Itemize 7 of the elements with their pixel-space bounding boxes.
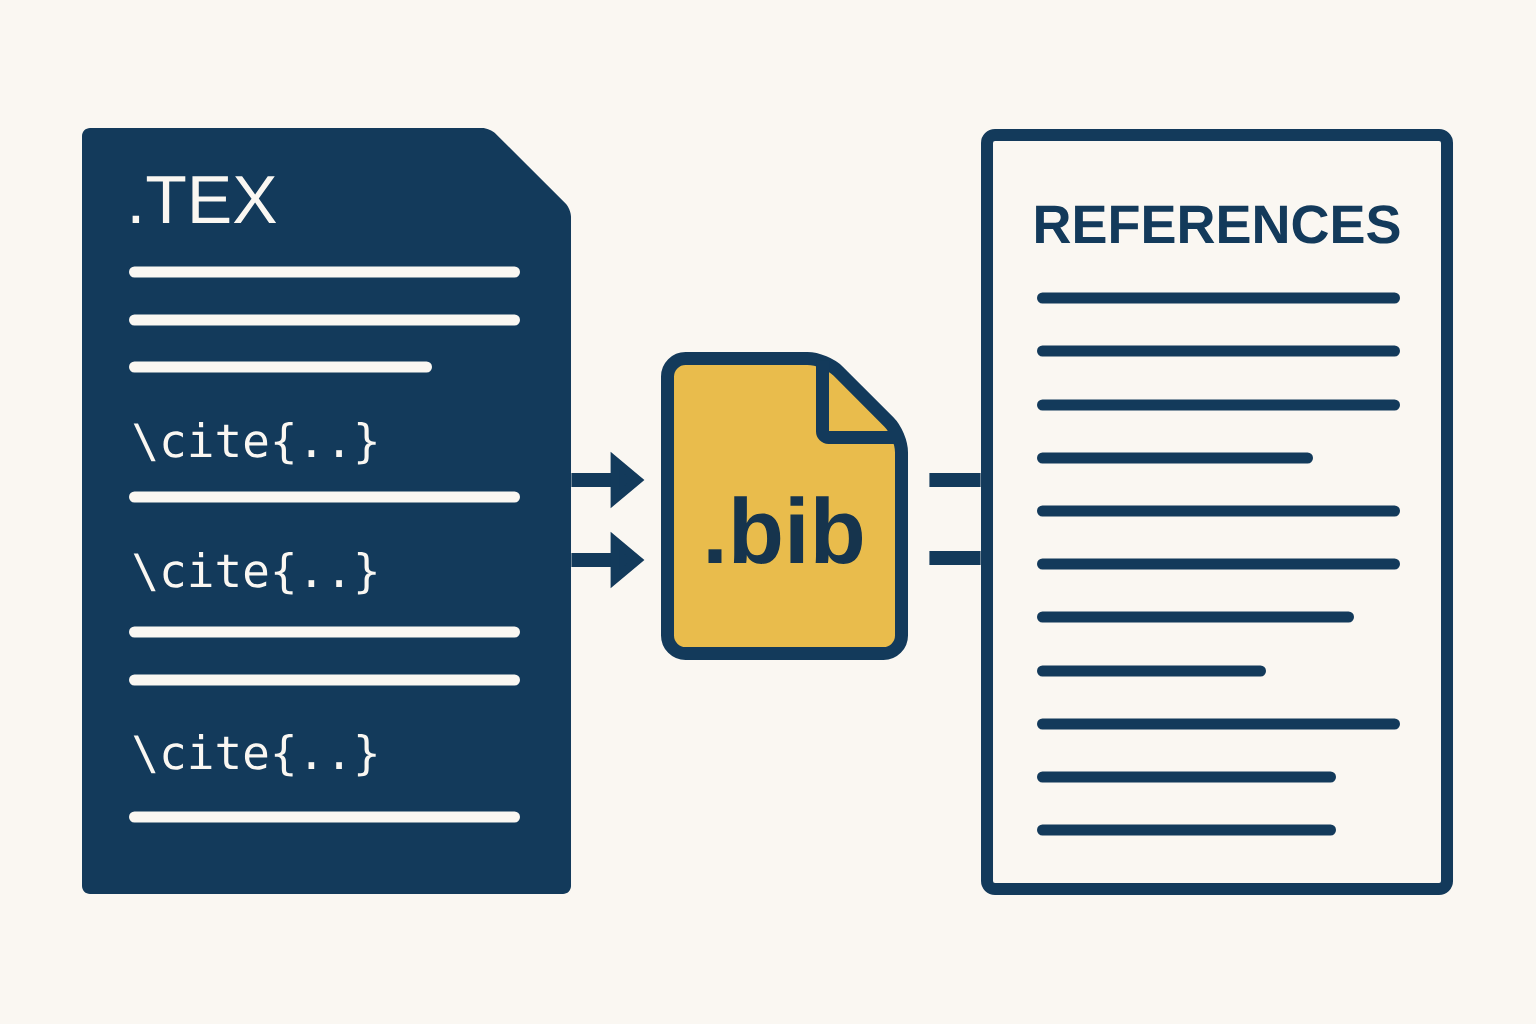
heading: REFERENCES: [1036, 205, 1400, 244]
connector-line: [929, 473, 981, 487]
heading: .TEX: [132, 176, 277, 223]
code-text: \cite{..}: [133, 734, 376, 777]
code-text: \cite{..}: [133, 422, 376, 465]
code-text: \cite{..}: [133, 552, 376, 595]
connector-line: [929, 551, 981, 565]
